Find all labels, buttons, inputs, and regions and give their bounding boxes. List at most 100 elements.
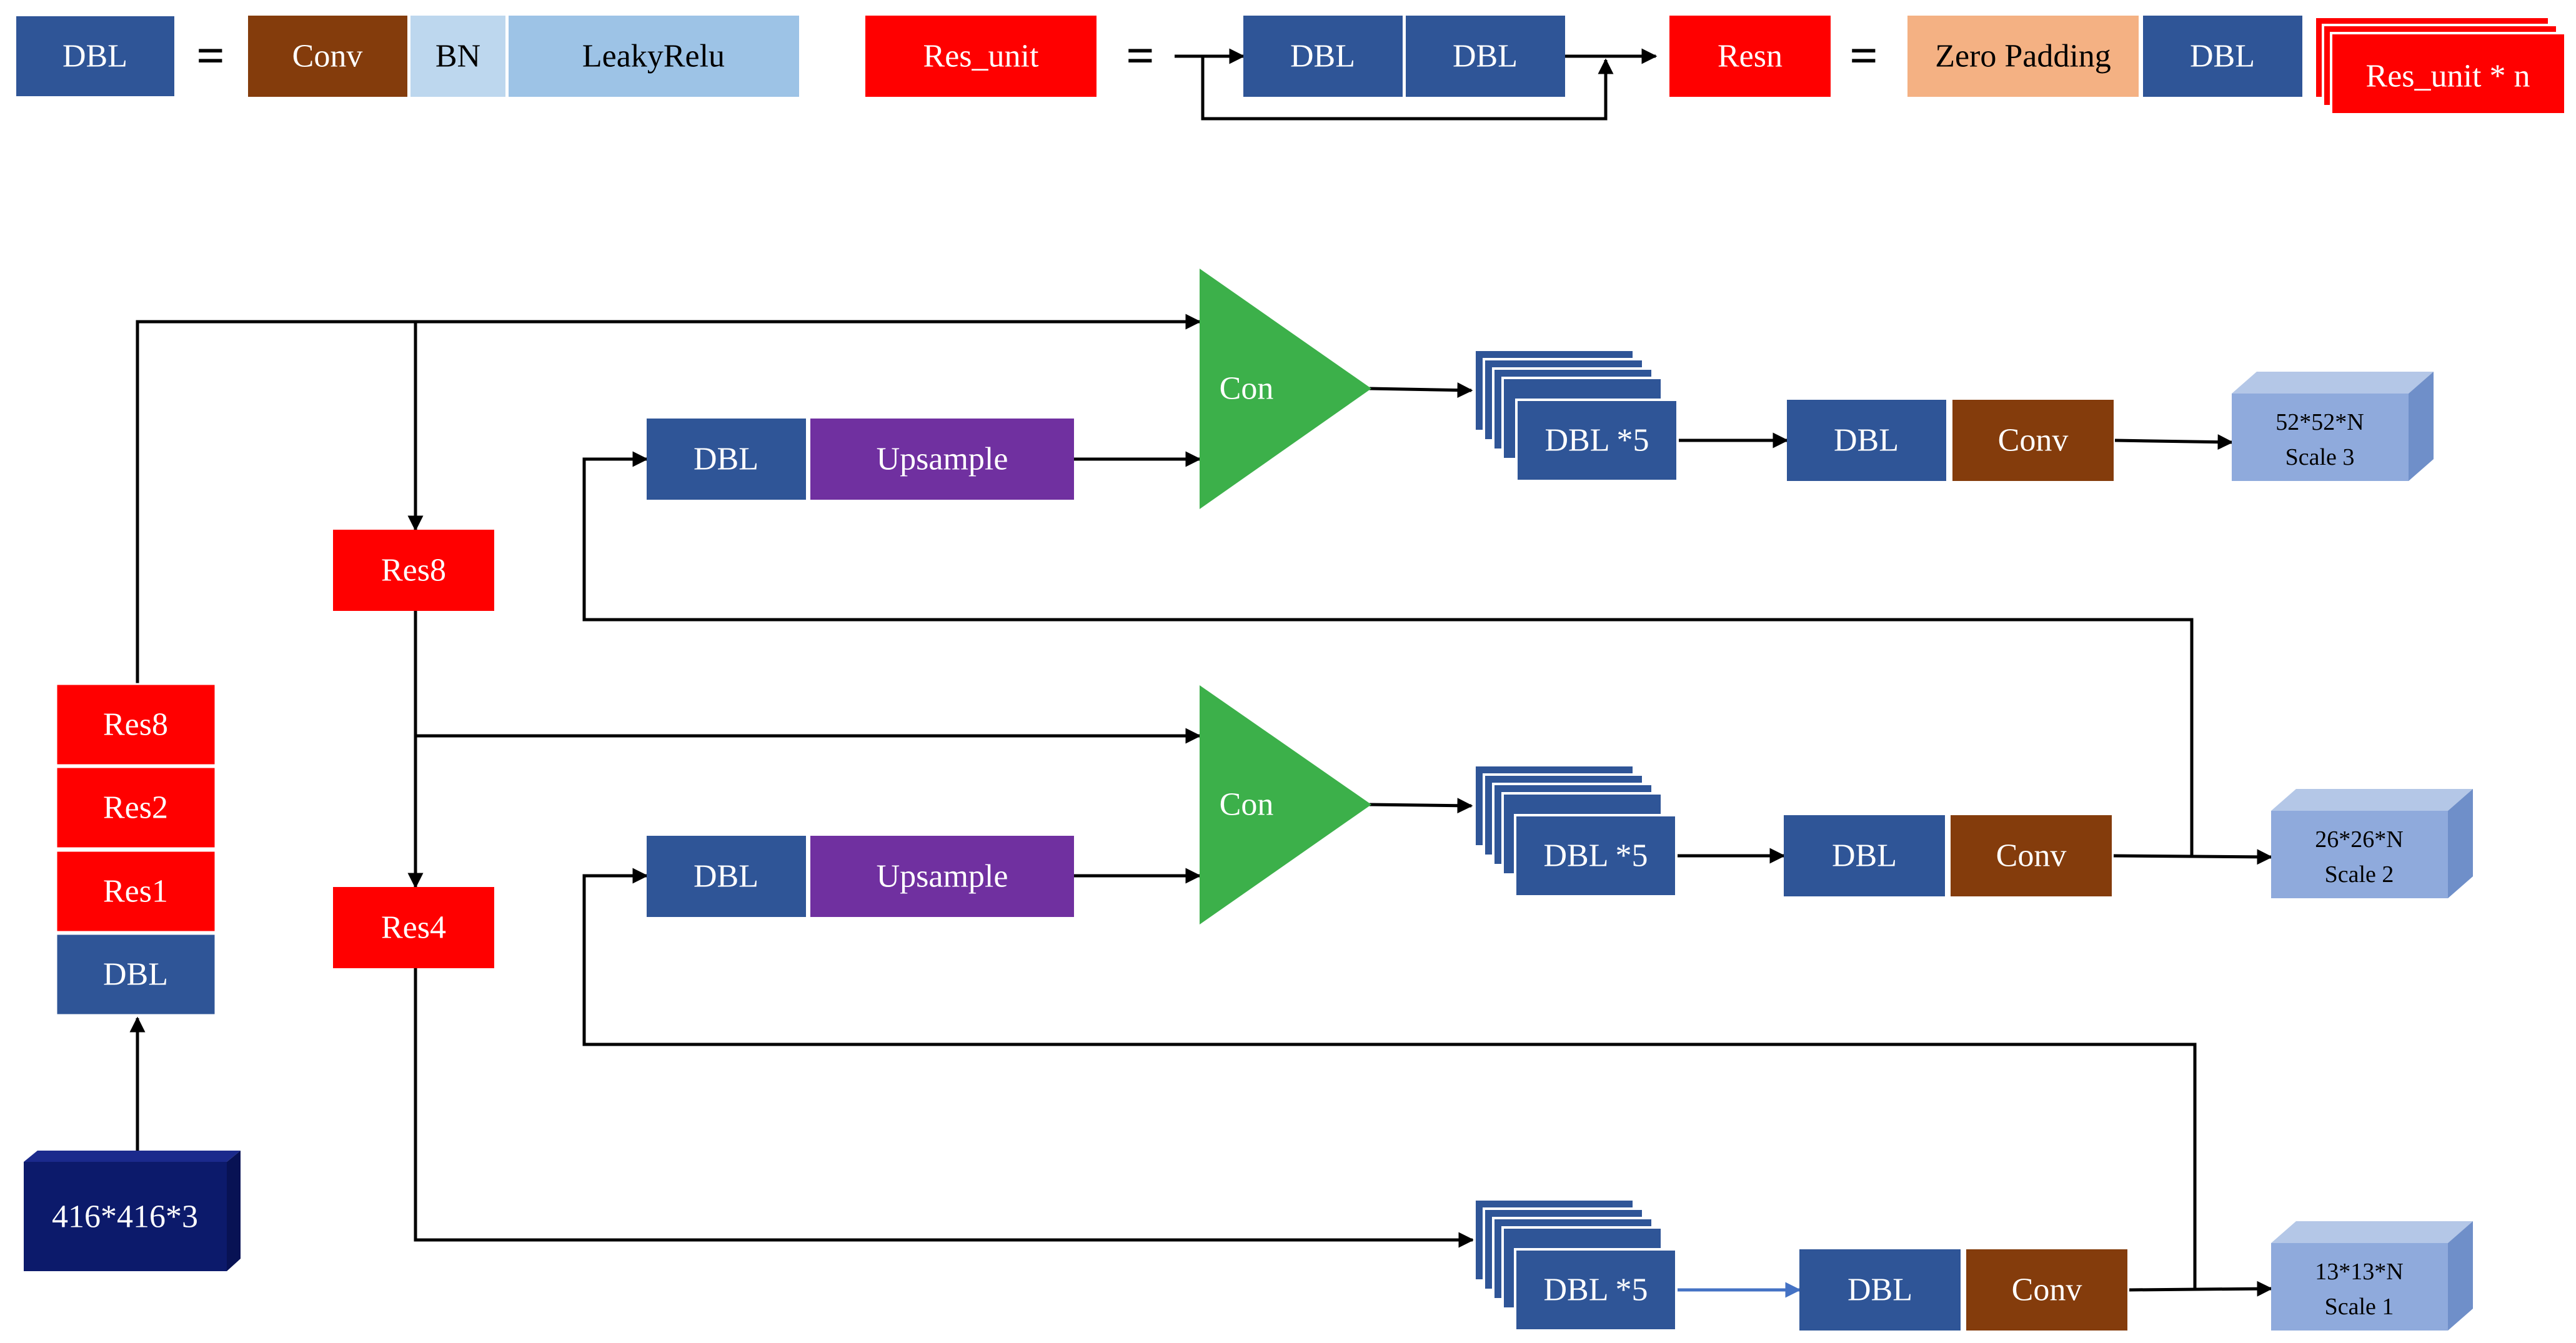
middle-concat-to-dbl5-arrow xyxy=(1369,798,1473,814)
middle-branch: DBL Upsample Con DBL *5 DBL Conv 26*26*N… xyxy=(647,685,2473,924)
scale3-output-cube: 52*52*N Scale 3 xyxy=(2232,372,2434,481)
top-dbl5-layer-front xyxy=(1515,399,1679,482)
input-tensor-cube: 416*416*3 xyxy=(24,1151,241,1271)
bottom-out-dbl-label: DBL xyxy=(1847,1272,1912,1308)
scale3-output-size: 52*52*N xyxy=(2275,409,2364,435)
scale2-cube-front-face xyxy=(2271,811,2448,898)
legend-res-unit-definition: Res_unit = DBL DBL xyxy=(865,16,1658,121)
middle-concat-label: Con xyxy=(1220,787,1274,823)
legend-dbl-equals: = xyxy=(196,29,225,84)
res4-label: Res4 xyxy=(381,910,446,946)
backbone-dbl-label: DBL xyxy=(103,957,168,993)
bottom-out-conv-block xyxy=(1966,1249,2127,1331)
bottom-branch: DBL *5 DBL Conv 13*13*N Scale 1 xyxy=(1473,1198,2473,1332)
legend-res-unit-block xyxy=(865,16,1097,97)
scale1-cube-side-face xyxy=(2448,1221,2473,1331)
top-dbl5-label: DBL *5 xyxy=(1544,423,1649,458)
legend-res-unit-dbl-a xyxy=(1243,16,1403,97)
scale2-cube-side-face xyxy=(2448,789,2473,898)
backbone-res1-block xyxy=(55,850,217,933)
legend-resn-dbl-label: DBL xyxy=(2190,39,2255,74)
top-out-conv-block xyxy=(1952,400,2114,481)
legend-res-unit-stack-front xyxy=(2330,32,2567,116)
scale1-output-size: 13*13*N xyxy=(2315,1259,2403,1285)
res8-label: Res8 xyxy=(381,553,446,588)
res4-block xyxy=(333,887,494,968)
bottom-conv-to-output-arrow xyxy=(2129,1281,2273,1297)
backbone-stack: Res8 Res2 Res1 DBL xyxy=(55,683,217,1016)
legend-resn-label: Resn xyxy=(1718,39,1783,74)
legend-res-unit-dbl-b-label: DBL xyxy=(1453,39,1518,74)
scale2-output-size: 26*26*N xyxy=(2315,826,2403,853)
connectors xyxy=(129,314,2273,1298)
scale1-cube-top-face xyxy=(2271,1221,2473,1243)
backbone-dbl-block xyxy=(55,933,217,1016)
middle-dbl-label: DBL xyxy=(694,859,758,895)
legend-leakyrelu-label: LeakyRelu xyxy=(582,39,725,74)
middle-out-dbl-block xyxy=(1784,815,1945,896)
top-dbl-block xyxy=(647,419,806,500)
legend-resn-equals: = xyxy=(1849,29,1878,84)
legend-zero-padding-label: Zero Padding xyxy=(1935,39,2111,74)
middle-out-dbl-label: DBL xyxy=(1832,838,1897,874)
bottom-dbl5-stack: DBL *5 xyxy=(1473,1198,1678,1332)
bottom-out-conv-label: Conv xyxy=(2012,1272,2082,1308)
legend-leakyrelu-block xyxy=(509,16,799,97)
top-concat-to-dbl5-arrow xyxy=(1369,382,1473,399)
top-out-dbl-label: DBL xyxy=(1834,423,1899,458)
backbone: 416*416*3 Res8 Res2 Res1 DBL Res8 Res4 xyxy=(24,530,494,1271)
top-branch: DBL Upsample Con DBL *5 DBL Conv 52*52*N… xyxy=(647,269,2434,509)
top-conv-to-output-arrow xyxy=(2114,434,2234,450)
top-dbl5-stack: DBL *5 xyxy=(1473,349,1679,482)
middle-upsample-block xyxy=(810,836,1074,917)
scale1-output-label: Scale 1 xyxy=(2325,1294,2394,1320)
middle-to-top-upsample-feedback-route xyxy=(582,451,2194,856)
legend-res-unit-equals: = xyxy=(1126,29,1155,84)
top-out-dbl-block xyxy=(1787,400,1946,481)
scale2-cube-top-face xyxy=(2271,789,2473,811)
legend-resn-dbl-block xyxy=(2143,16,2302,97)
legend: DBL = Conv BN LeakyRelu Res_unit = DBL D… xyxy=(15,15,2567,121)
bottom-dbl5-label: DBL *5 xyxy=(1543,1272,1648,1308)
backbone-res2-block xyxy=(55,766,217,850)
legend-bn-block xyxy=(410,16,505,97)
top-concat-triangle xyxy=(1200,269,1371,509)
backbone-res8-label: Res8 xyxy=(103,707,168,743)
scale2-output-label: Scale 2 xyxy=(2325,861,2394,888)
backbone-res8-block xyxy=(55,683,217,766)
middle-out-conv-label: Conv xyxy=(1996,838,2067,874)
scale3-cube-front-face xyxy=(2232,394,2409,481)
top-concat-label: Con xyxy=(1220,371,1274,407)
backbone-to-top-concat-route xyxy=(136,314,1201,684)
input-cube-top-face xyxy=(24,1151,241,1162)
legend-res-unit-n-label: Res_unit * n xyxy=(2366,59,2530,94)
top-upsample-block xyxy=(810,419,1074,500)
bottom-to-middle-upsample-feedback-route xyxy=(582,868,2197,1289)
legend-conv-label: Conv xyxy=(292,39,363,74)
backbone-res2-label: Res2 xyxy=(103,790,168,826)
legend-bn-label: BN xyxy=(435,39,480,74)
scale1-output-cube: 13*13*N Scale 1 xyxy=(2271,1221,2473,1331)
middle-upsample-label: Upsample xyxy=(877,859,1008,895)
legend-conv-block xyxy=(248,16,407,97)
top-upsample-label: Upsample xyxy=(877,442,1008,477)
res4-to-bottom-dbl5-route xyxy=(414,968,1474,1248)
middle-concat-triangle xyxy=(1200,685,1371,924)
legend-res-unit-label: Res_unit xyxy=(923,39,1039,74)
legend-dbl-block xyxy=(15,15,176,97)
scale2-output-cube: 26*26*N Scale 2 xyxy=(2271,789,2473,898)
legend-res-unit-dbl-a-label: DBL xyxy=(1290,39,1355,74)
middle-dbl5-layer-front xyxy=(1514,814,1678,898)
scale1-cube-front-face xyxy=(2271,1243,2448,1331)
legend-zero-padding-block xyxy=(1907,16,2139,97)
input-cube-side-face xyxy=(227,1151,241,1271)
top-dbl-label: DBL xyxy=(694,442,758,477)
scale3-cube-top-face xyxy=(2232,372,2434,394)
scale3-output-label: Scale 3 xyxy=(2285,444,2355,470)
input-cube-front-face xyxy=(24,1162,227,1271)
middle-dbl-block xyxy=(647,836,806,917)
top-out-conv-label: Conv xyxy=(1998,423,2069,458)
backbone-res1-label: Res1 xyxy=(103,874,168,909)
middle-out-conv-block xyxy=(1951,815,2112,896)
